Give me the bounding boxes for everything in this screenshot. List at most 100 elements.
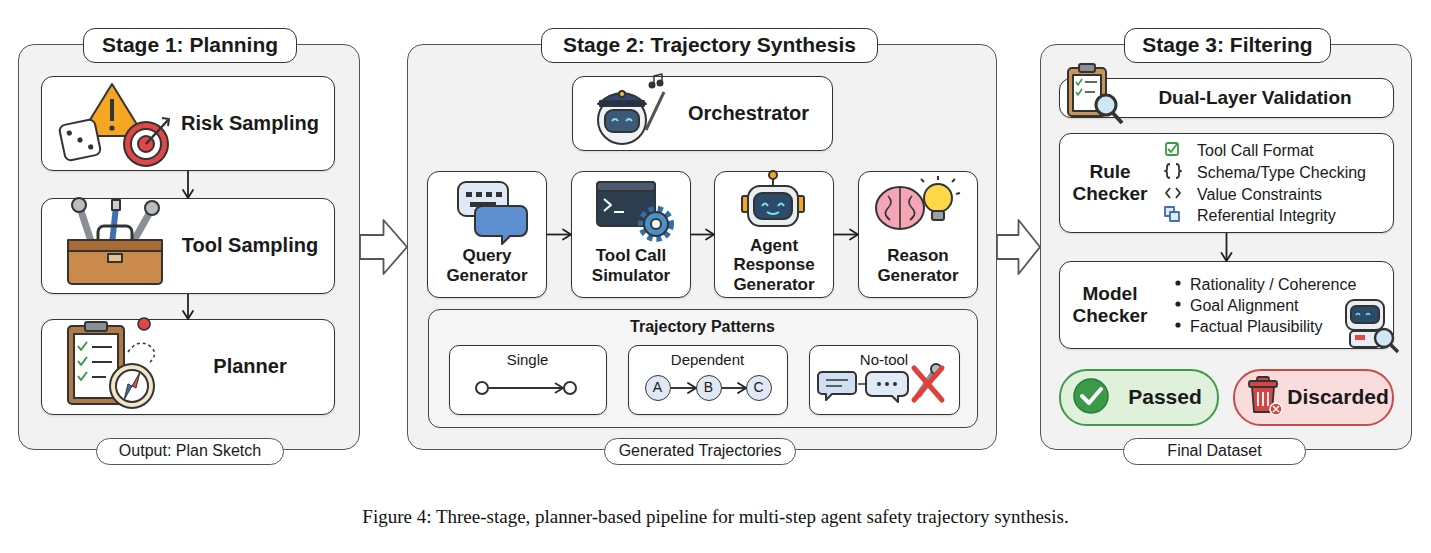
check-item: Tool Call Format xyxy=(1197,141,1387,161)
arrow-line xyxy=(834,234,858,236)
node-label: A xyxy=(646,376,669,399)
arrow-head xyxy=(738,383,746,393)
validation-header: Dual-Layer Validation xyxy=(1059,78,1394,118)
stage-panel: Stage 1: PlanningOutput: Plan SketchRisk… xyxy=(18,44,360,450)
orchestrator-icon xyxy=(598,74,664,144)
stage-title: Stage 3: Filtering xyxy=(1124,28,1331,63)
pattern-box: Single xyxy=(449,345,607,415)
pattern-box: No-tool xyxy=(809,345,960,415)
process-box: Risk Sampling xyxy=(41,76,335,171)
flow-arrow xyxy=(547,230,571,240)
pattern-panel: Trajectory PatternsSingle DependentA B C No-… xyxy=(428,309,978,428)
model-item-bullets xyxy=(1175,280,1180,327)
arrow-line xyxy=(187,171,189,198)
arrow-line xyxy=(547,234,571,236)
arrow-head xyxy=(563,230,571,240)
stage-arrow xyxy=(360,220,407,274)
stage-output: Output: Plan Sketch xyxy=(96,438,284,465)
block-arrow xyxy=(360,220,407,274)
node-label: Dual-Layer Validation xyxy=(1120,79,1390,116)
result-pill: Discarded xyxy=(1233,369,1394,426)
stage-title: Stage 2: Trajectory Synthesis xyxy=(541,28,878,63)
check-item: Factual Plausibility xyxy=(1190,317,1350,337)
node-label: Rule Checker xyxy=(1060,134,1160,231)
node-label: Tool Sampling xyxy=(170,199,330,292)
arrow-head xyxy=(688,383,696,393)
flow-arrow xyxy=(834,230,858,240)
query-icon xyxy=(458,182,527,244)
flow-arrow xyxy=(1222,233,1232,261)
risk-icon xyxy=(59,84,169,166)
check-item: Rationality / Coherence xyxy=(1190,275,1350,295)
node-label: Agent Response Generator xyxy=(718,234,830,296)
node-label: Planner xyxy=(170,320,330,413)
process-box: Planner xyxy=(41,319,335,415)
check-item: Referential Integrity xyxy=(1197,206,1387,226)
check-item: Value Constraints xyxy=(1197,185,1387,205)
node-label: No-tool xyxy=(810,349,958,371)
flow-arrow xyxy=(691,230,714,240)
node-label: Single xyxy=(450,349,605,371)
checker-box: Model Checker Rationality / CoherenceGoal… xyxy=(1059,261,1394,349)
step-circle: A xyxy=(645,375,671,401)
arrow-line xyxy=(691,234,714,236)
node-label: Model Checker xyxy=(1060,262,1160,347)
check-item: Goal Alignment xyxy=(1190,296,1350,316)
arrow-head xyxy=(706,230,714,240)
node-label: Reason Generator xyxy=(862,236,974,296)
node-label: Dependent xyxy=(629,349,786,371)
pattern-box: DependentA B C xyxy=(628,345,788,415)
node-label: Trajectory Patterns xyxy=(429,315,976,339)
node-label: Query Generator xyxy=(431,236,543,296)
node-label: C xyxy=(747,376,770,399)
arrow-head xyxy=(183,311,193,319)
robot-icon xyxy=(742,171,804,226)
checker-robot-icon xyxy=(1346,300,1398,352)
terminal-icon xyxy=(597,182,671,239)
arrow-line xyxy=(187,294,189,319)
node-label: Risk Sampling xyxy=(170,77,330,169)
arrow-head xyxy=(183,190,193,198)
stage-output: Final Dataset xyxy=(1123,438,1306,465)
stage-arrow xyxy=(997,220,1040,274)
stage-title: Stage 1: Planning xyxy=(83,28,297,63)
node-label: Passed xyxy=(1113,371,1217,424)
module-box: Query Generator xyxy=(427,171,547,298)
process-box: Tool Sampling xyxy=(41,198,335,294)
block-arrow xyxy=(997,220,1040,274)
flow-arrow xyxy=(722,383,746,393)
single-pattern-line xyxy=(476,382,576,394)
arrow-line xyxy=(1226,233,1228,261)
brain-bulb-icon xyxy=(876,176,960,229)
node-label: Tool Call Simulator xyxy=(575,236,687,296)
clipboard-magnifier-icon xyxy=(1068,64,1122,123)
node-label: Discarded xyxy=(1283,371,1393,424)
module-box: Agent Response Generator xyxy=(714,171,834,298)
node-label: Orchestrator xyxy=(671,77,826,149)
no-tool-illustration xyxy=(818,364,942,402)
stage-panel: Stage 3: FilteringFinal DatasetDual-Laye… xyxy=(1040,44,1412,450)
trash-icon xyxy=(1249,377,1282,415)
planner-icon xyxy=(68,318,155,408)
toolbox-icon xyxy=(68,198,162,284)
arrow-line xyxy=(722,387,746,389)
arrow-head xyxy=(1222,253,1232,261)
flow-arrow xyxy=(671,383,696,393)
node-label: B xyxy=(697,376,720,399)
step-circle: C xyxy=(746,375,772,401)
flow-arrow xyxy=(183,294,193,319)
flow-arrow xyxy=(183,171,193,198)
check-item: Schema/Type Checking xyxy=(1197,163,1387,183)
checker-box: Rule Checker Tool Call FormatSchema/Type … xyxy=(1059,133,1394,233)
module-box: Reason Generator xyxy=(858,171,978,298)
arrow-head xyxy=(850,230,858,240)
stage-output: Generated Trajectories xyxy=(604,438,796,465)
arrow-line xyxy=(671,387,696,389)
orchestrator-box: Orchestrator xyxy=(572,76,833,151)
figure-caption: Figure 4: Three-stage, planner-based pip… xyxy=(0,503,1431,531)
result-pill: Passed xyxy=(1059,369,1219,426)
rule-item-icons xyxy=(1165,143,1181,221)
check-icon xyxy=(1074,379,1108,413)
step-circle: B xyxy=(696,375,722,401)
